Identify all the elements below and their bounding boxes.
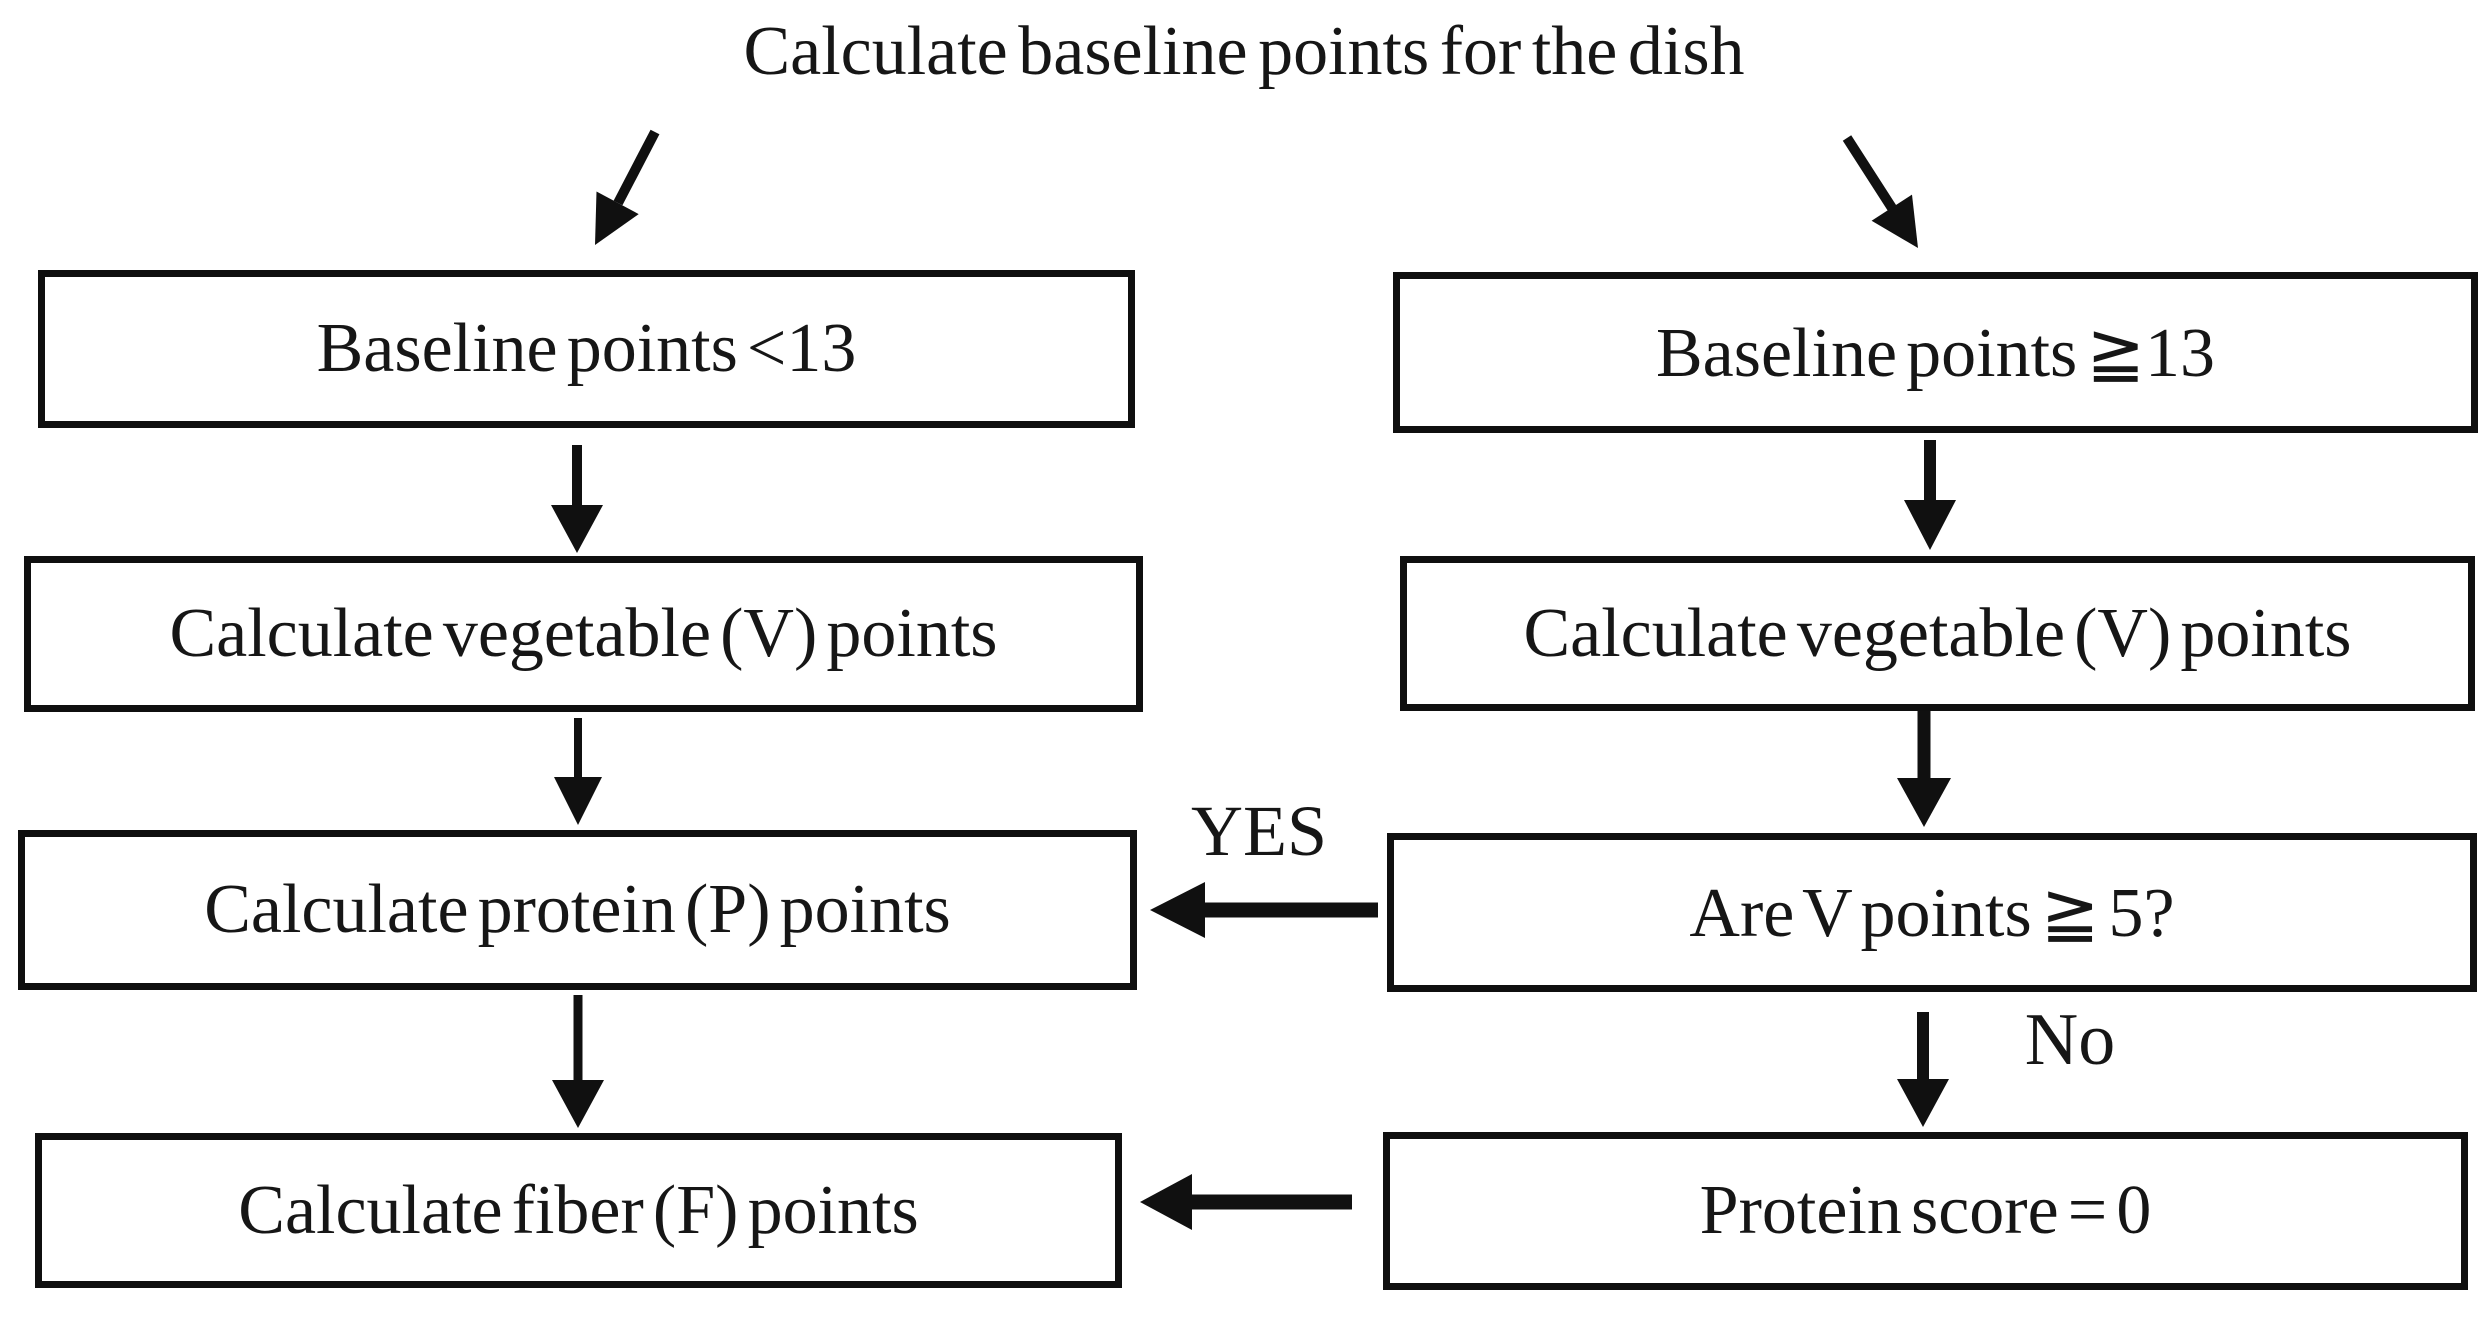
node-baseline-points-gte-13: Baseline points ≧13	[1393, 272, 2478, 433]
node-calc-fiber-points: Calculate fiber (F) points	[35, 1133, 1122, 1288]
node-calc-protein-points: Calculate protein (P) points	[18, 830, 1137, 990]
yes-edge-label: YES	[1190, 791, 1328, 871]
no-edge-label: No	[2024, 999, 2116, 1081]
arrow-right-1-to-2	[1904, 440, 1956, 550]
arrow-title-to-left-branch	[595, 129, 660, 245]
arrow-left-3-to-4	[552, 995, 604, 1128]
node-baseline-points-lt-13: Baseline points <13	[38, 270, 1135, 428]
arrow-left-2-to-3	[554, 718, 602, 825]
arrow-right-2-to-3	[1897, 711, 1951, 827]
arrow-title-to-right-branch	[1842, 135, 1918, 248]
flowchart-title: Calculate baseline points for the dish	[743, 13, 1745, 90]
arrow-right-3-to-4-no	[1897, 1012, 1949, 1127]
node-protein-score-0: Protein score = 0	[1383, 1132, 2468, 1290]
node-calc-vegetable-points-right: Calculate vegetable (V) points	[1400, 556, 2475, 711]
arrow-yes-to-protein-points	[1150, 882, 1378, 938]
arrow-left-1-to-2	[551, 445, 603, 553]
node-calc-vegetable-points-left: Calculate vegetable (V) points	[24, 556, 1143, 712]
arrow-protein-score-to-fiber	[1140, 1174, 1352, 1230]
node-are-v-points-gte-5: Are V points ≧ 5?	[1387, 833, 2477, 992]
